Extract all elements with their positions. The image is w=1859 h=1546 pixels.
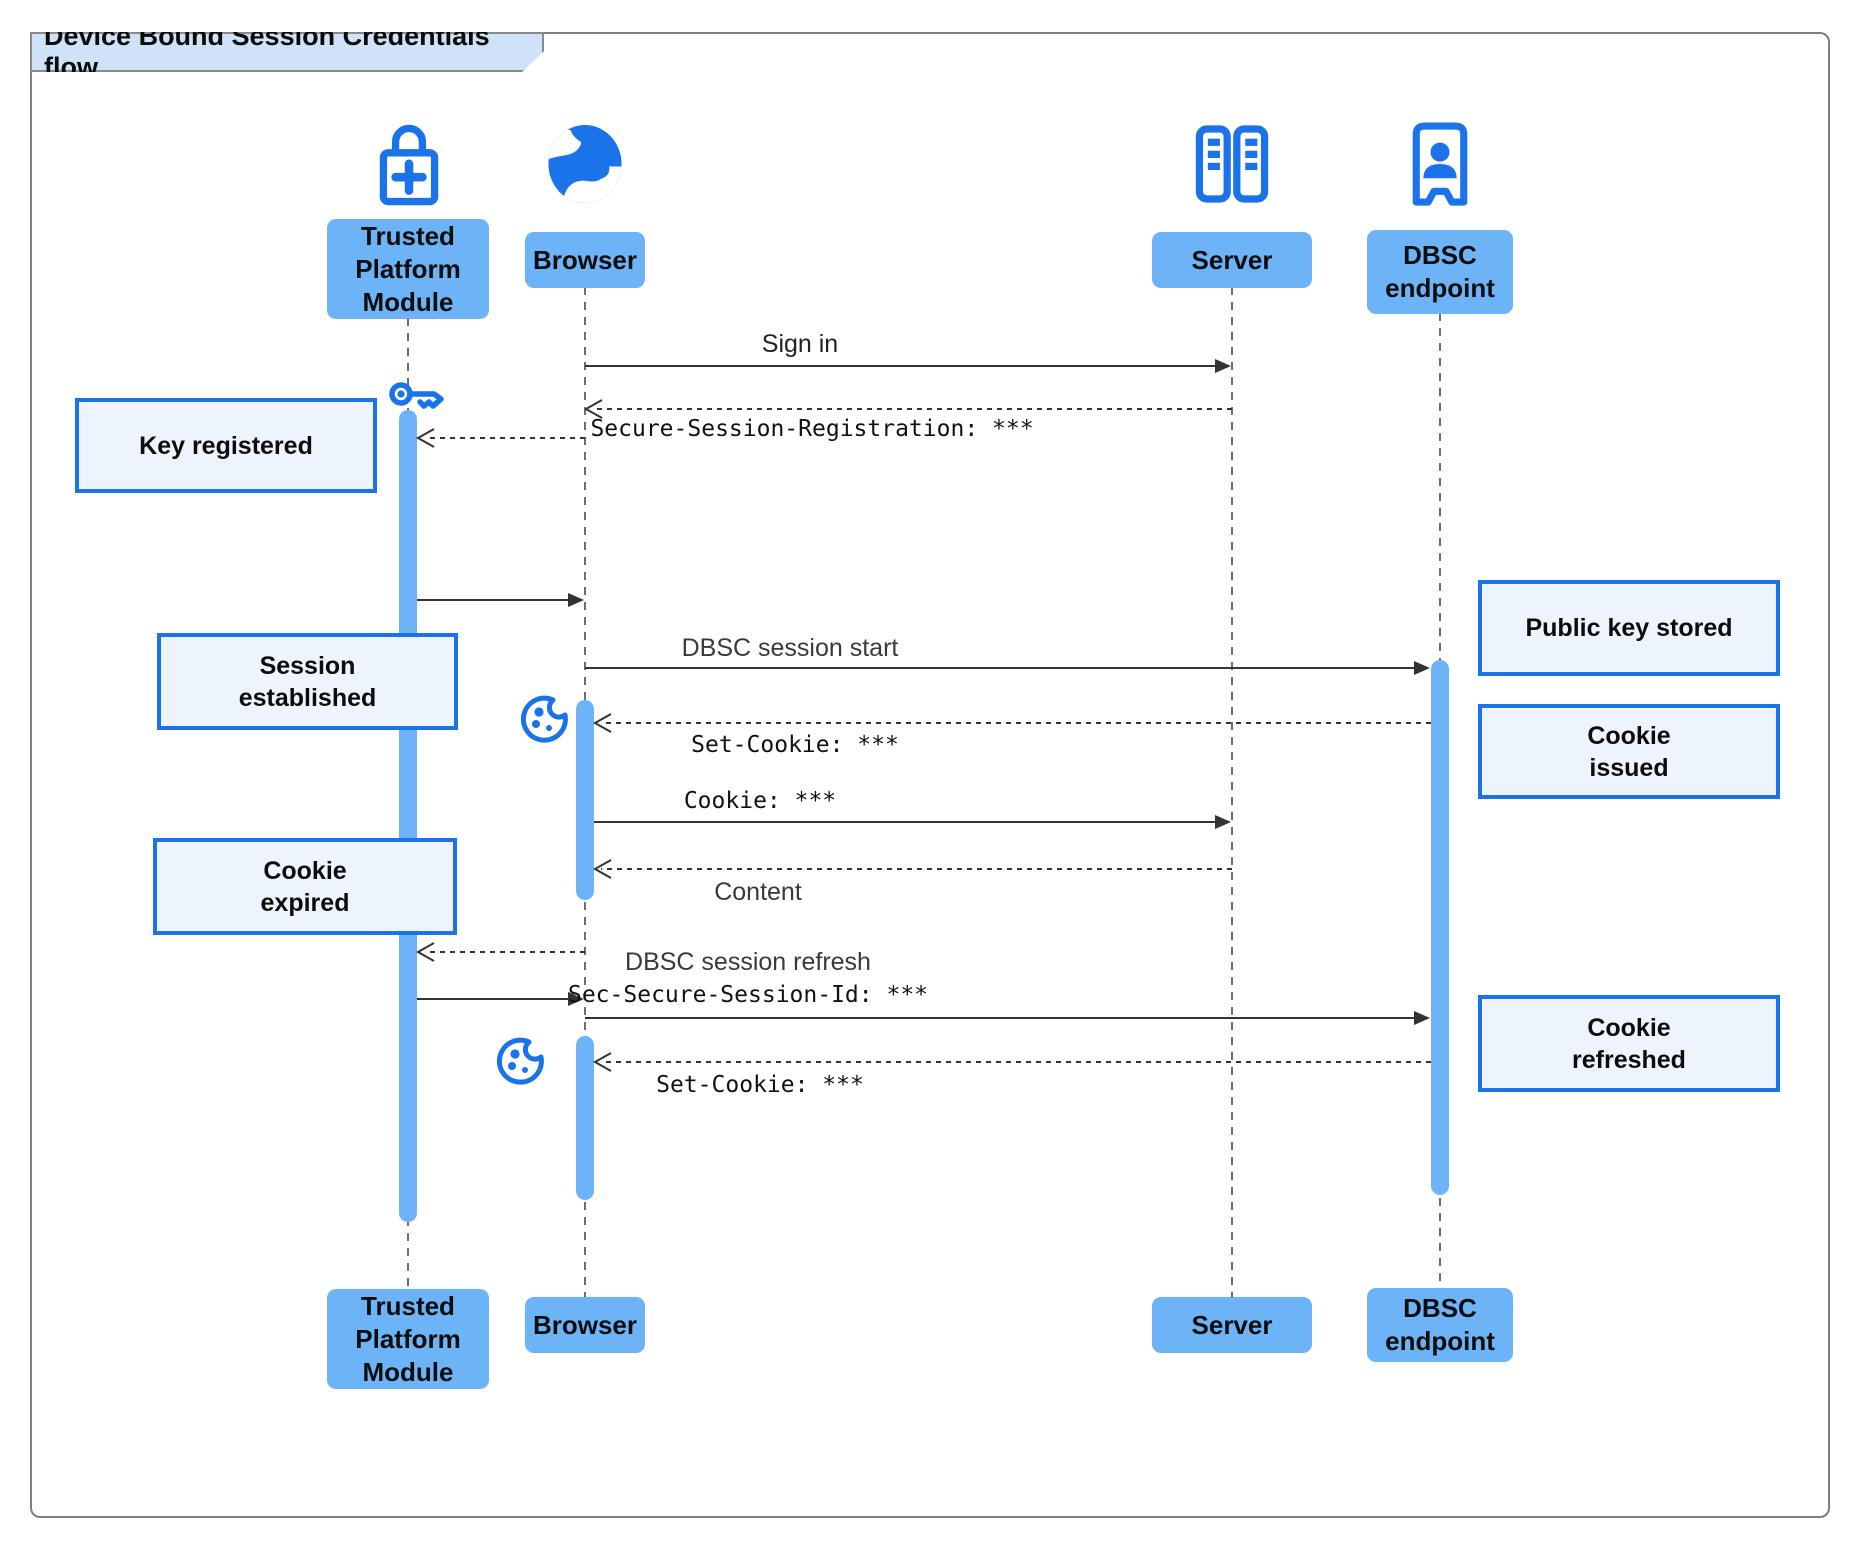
- arrow-sign-in: [585, 359, 1231, 373]
- activation-bar-dbsc: [1431, 660, 1449, 1195]
- actor-dbsc-label: DBSC endpoint: [1385, 1293, 1495, 1356]
- note-text: Cookie issued: [1587, 721, 1671, 782]
- note-text: Cookie refreshed: [1572, 1013, 1686, 1074]
- lock-plus-icon: [370, 118, 448, 217]
- note-text: Session established: [238, 651, 377, 712]
- actor-browser-bottom: Browser: [525, 1297, 645, 1353]
- arrow-set-cookie-1: [592, 713, 1431, 733]
- actor-server-label: Server: [1191, 244, 1273, 275]
- cookie-icon: [492, 1026, 548, 1093]
- note-public-key-stored: Public key stored: [1478, 580, 1780, 676]
- message-label-set-cookie-1: Set-Cookie: ***: [691, 732, 899, 758]
- activation-bar-browser-1: [576, 700, 594, 900]
- cookie-icon: [516, 684, 572, 751]
- message-label-dbsc-session-refresh: DBSC session refresh: [625, 948, 871, 976]
- note-text: Public key stored: [1525, 614, 1733, 642]
- actor-dbsc-bottom: DBSC endpoint: [1367, 1288, 1513, 1362]
- actor-browser-label: Browser: [532, 1309, 638, 1340]
- message-label-dbsc-session-start: DBSC session start: [681, 634, 899, 662]
- arrow-cookie: [594, 815, 1231, 829]
- key-icon: [388, 372, 446, 425]
- actor-dbsc-label: DBSC endpoint: [1385, 240, 1495, 303]
- note-cookie-refreshed: Cookie refreshed: [1478, 995, 1780, 1092]
- message-label-content: Content: [714, 878, 802, 906]
- actor-tpm-bottom: Trusted Platform Module: [327, 1289, 489, 1389]
- note-session-established: Session established: [157, 633, 458, 730]
- actor-server-label: Server: [1191, 1309, 1273, 1340]
- arrow-browser-to-tpm-register: [415, 428, 585, 448]
- globe-icon: [546, 122, 624, 211]
- message-label-secure-session-registration: Secure-Session-Registration: ***: [590, 416, 1034, 442]
- actor-tpm-label: Trusted Platform Module: [355, 220, 461, 317]
- activation-bar-browser-2: [576, 1036, 594, 1200]
- message-label-cookie: Cookie: ***: [683, 788, 837, 814]
- message-label-set-cookie-2: Set-Cookie: ***: [656, 1072, 864, 1098]
- arrow-set-cookie-2: [592, 1052, 1431, 1072]
- server-rack-icon: [1191, 124, 1273, 209]
- note-text: Cookie expired: [260, 856, 350, 917]
- arrow-secure-session-registration: [583, 399, 1232, 419]
- arrow-browser-to-tpm-refresh: [415, 942, 585, 962]
- actor-browser-label: Browser: [532, 244, 638, 275]
- note-cookie-expired: Cookie expired: [153, 838, 457, 935]
- actor-server-top: Server: [1152, 232, 1312, 288]
- arrow-content: [592, 859, 1232, 879]
- kiosk-person-icon: [1402, 120, 1478, 213]
- actor-dbsc-top: DBSC endpoint: [1367, 230, 1513, 314]
- actor-tpm-top: Trusted Platform Module: [327, 219, 489, 319]
- message-label-sign-in: Sign in: [761, 330, 839, 358]
- note-key-registered: Key registered: [75, 398, 377, 493]
- actor-server-bottom: Server: [1152, 1297, 1312, 1353]
- actor-tpm-label: Trusted Platform Module: [355, 1290, 461, 1387]
- note-cookie-issued: Cookie issued: [1478, 704, 1780, 799]
- actor-browser-top: Browser: [525, 232, 645, 288]
- arrow-tpm-to-browser: [417, 593, 584, 607]
- arrow-dbsc-session-start: [585, 661, 1430, 675]
- note-text: Key registered: [139, 431, 313, 460]
- arrow-tpm-to-browser-refresh: [417, 992, 584, 1006]
- arrow-dbsc-session-refresh: [585, 1011, 1430, 1025]
- message-label-sec-secure-session-id: Sec-Secure-Session-Id: ***: [567, 982, 929, 1008]
- activation-bar-tpm: [399, 410, 417, 1222]
